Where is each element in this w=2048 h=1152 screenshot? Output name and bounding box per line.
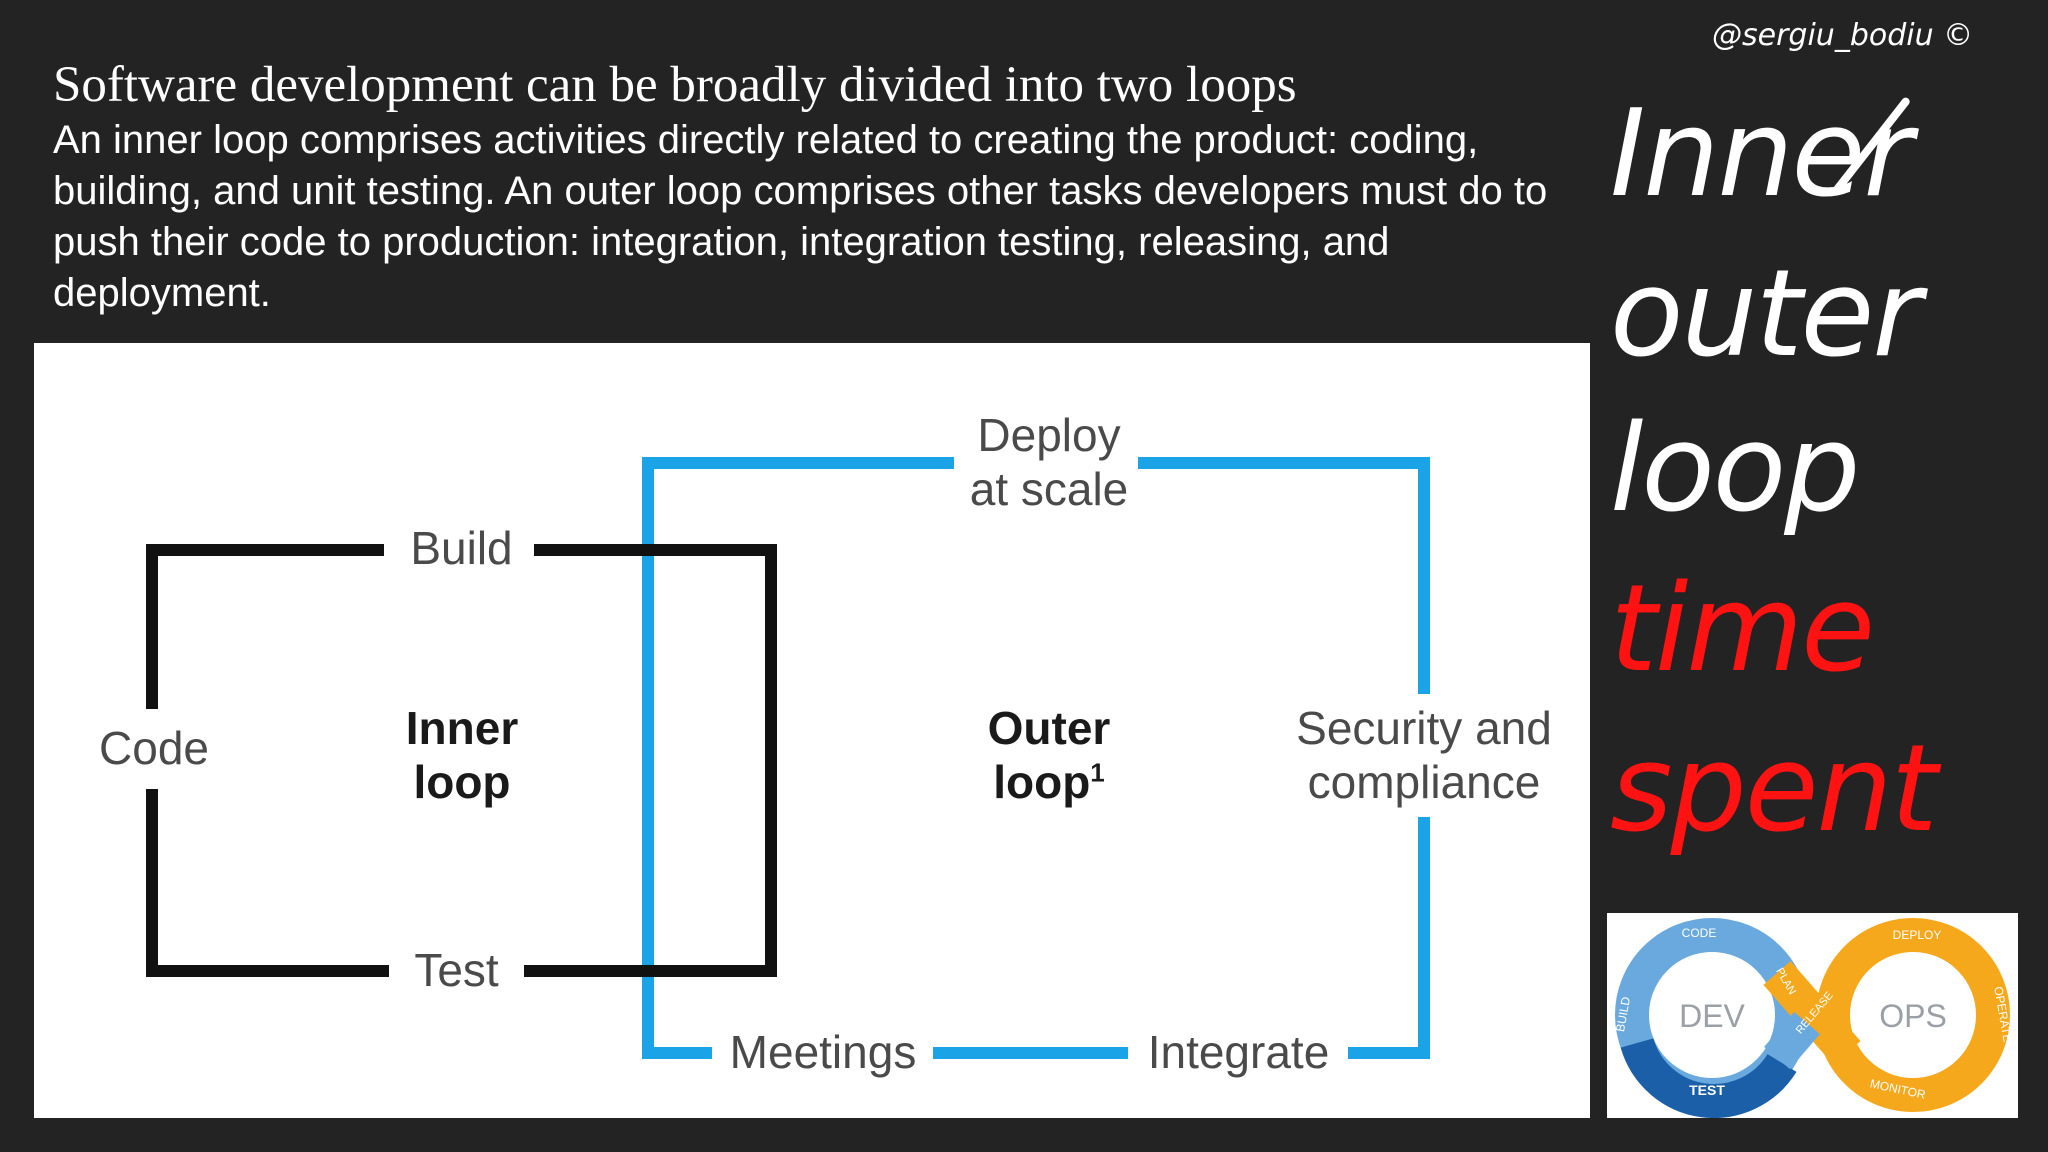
- logo-code-label: CODE: [1682, 926, 1717, 940]
- dev-ring-dark: [1620, 1037, 1797, 1118]
- word-loop: loop: [1610, 400, 1860, 539]
- logo-build-label: BUILD: [1613, 995, 1633, 1033]
- outer-loop-top-left: [642, 457, 954, 712]
- code-label: Code: [89, 721, 219, 775]
- devops-logo: DEV OPS CODE BUILD TEST PLAN RELEASE DEP…: [1607, 913, 2018, 1118]
- author-handle: @sergiu_bodiu ©: [1712, 18, 1974, 53]
- word-outer: outer: [1610, 245, 1922, 384]
- outer-loop-top-right: [1138, 457, 1430, 694]
- loops-diagram-lines: [146, 457, 1430, 1059]
- outer-loop-title: Outer loop1: [987, 702, 1111, 808]
- inner-loop-top-right: [518, 544, 777, 977]
- outer-loop-bottom-left: [642, 700, 712, 1059]
- security-label: Security and compliance: [1284, 701, 1564, 809]
- build-label: Build: [389, 521, 534, 575]
- inner-loop-top-left: [146, 544, 384, 709]
- test-label: Test: [389, 943, 524, 997]
- inner-loop-title: Inner loop: [405, 702, 519, 808]
- footnote-marker: 1: [1090, 757, 1105, 788]
- dev-text: DEV: [1679, 998, 1745, 1034]
- devops-infinity-icon: DEV OPS CODE BUILD TEST PLAN RELEASE DEP…: [1613, 918, 2015, 1118]
- slide-subtitle: An inner loop comprises activities direc…: [53, 118, 1548, 315]
- logo-test-label: TEST: [1689, 1082, 1725, 1098]
- inner-loop-left-bottom: [146, 789, 394, 977]
- release-band: [1763, 961, 1861, 1065]
- slide-title: Software development can be broadly divi…: [53, 57, 1297, 113]
- deploy-label: Deploy at scale: [964, 408, 1134, 516]
- word-time: time: [1610, 560, 1875, 699]
- plan-band: [1764, 1011, 1820, 1070]
- outer-loop-right-bottom: [1348, 817, 1430, 1059]
- ops-text: OPS: [1879, 998, 1947, 1034]
- loops-diagram: Deploy at scale Build Code Inner loop Ou…: [34, 343, 1590, 1118]
- word-spent: spent: [1610, 720, 1938, 859]
- meetings-label: Meetings: [717, 1025, 929, 1079]
- logo-deploy-label: DEPLOY: [1893, 928, 1942, 942]
- integrate-label: Integrate: [1131, 1025, 1346, 1079]
